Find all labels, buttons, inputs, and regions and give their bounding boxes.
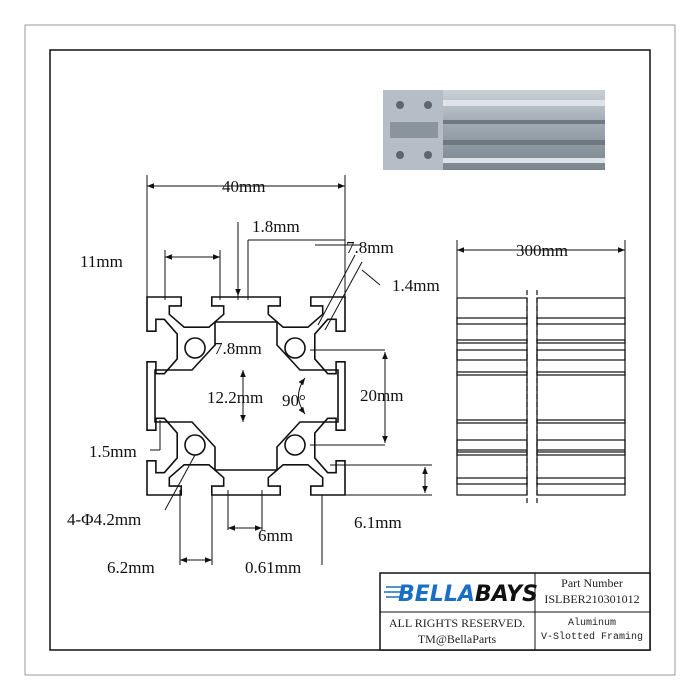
rights-text: ALL RIGHTS RESERVED. <box>389 616 525 630</box>
dim-holes: 4-Φ4.2mm <box>67 510 141 529</box>
mount-hole <box>184 434 206 456</box>
mount-hole <box>284 337 306 359</box>
dim-width: 40mm <box>222 177 265 196</box>
center-cavity <box>154 321 339 471</box>
trademark-text: TM@BellaParts <box>418 632 497 646</box>
side-view <box>456 290 626 505</box>
side-view-band <box>456 349 528 361</box>
mount-hole <box>184 337 206 359</box>
dimension-labels: 40mm 1.8mm 7.8mm 11mm 1.4mm 7.8mm 12.2mm… <box>67 177 568 577</box>
side-view-band <box>536 317 626 325</box>
outer-frame <box>24 24 676 676</box>
dim-center-bore: 12.2mm <box>207 388 263 407</box>
dim-slot-opening: 6mm <box>258 526 293 545</box>
dim-inner: 7.8mm <box>214 339 262 358</box>
dim-corner-width: 11mm <box>80 252 123 271</box>
side-view-band <box>536 439 626 451</box>
dim-hole-spacing: 20mm <box>360 386 403 405</box>
part-number-label: Part Number <box>561 576 623 590</box>
side-view-band <box>536 419 626 424</box>
side-view-band <box>536 477 626 485</box>
side-view-band <box>456 339 528 344</box>
dim-slot-depth: 6.1mm <box>354 513 402 532</box>
dim-groove: 0.61mm <box>245 558 301 577</box>
side-view-band <box>456 371 528 376</box>
description-1: Aluminum <box>568 617 616 629</box>
extrusion-render <box>383 90 605 170</box>
side-view-band <box>536 451 626 456</box>
dim-slot-width: 6.2mm <box>107 558 155 577</box>
dim-length: 300mm <box>516 241 568 260</box>
side-view-band <box>536 371 626 376</box>
dim-slot-depth-top: 7.8mm <box>346 238 394 257</box>
dimension-lines <box>146 175 626 565</box>
side-view-band <box>536 339 626 344</box>
dim-lip-thickness: 1.4mm <box>392 276 440 295</box>
part-number: ISLBER210301012 <box>544 592 639 606</box>
description-2: V-Slotted Framing <box>541 631 643 643</box>
side-view-band <box>456 451 528 456</box>
side-view-band <box>456 419 528 424</box>
side-view-band <box>456 439 528 451</box>
side-view-band <box>536 349 626 361</box>
side-view-band <box>456 317 528 325</box>
inner-frame <box>49 49 651 651</box>
dim-wall: 1.5mm <box>89 442 137 461</box>
dim-angle: 90° <box>282 391 306 410</box>
title-block: BELLABAYS Part Number ISLBER210301012 AL… <box>379 572 651 651</box>
mount-hole <box>284 434 306 456</box>
svg-text:BELLABAYS: BELLABAYS <box>398 582 538 607</box>
bellabays-logo: BELLABAYS <box>384 582 538 607</box>
side-view-band <box>456 477 528 485</box>
dim-slot-lip: 1.8mm <box>252 217 300 236</box>
